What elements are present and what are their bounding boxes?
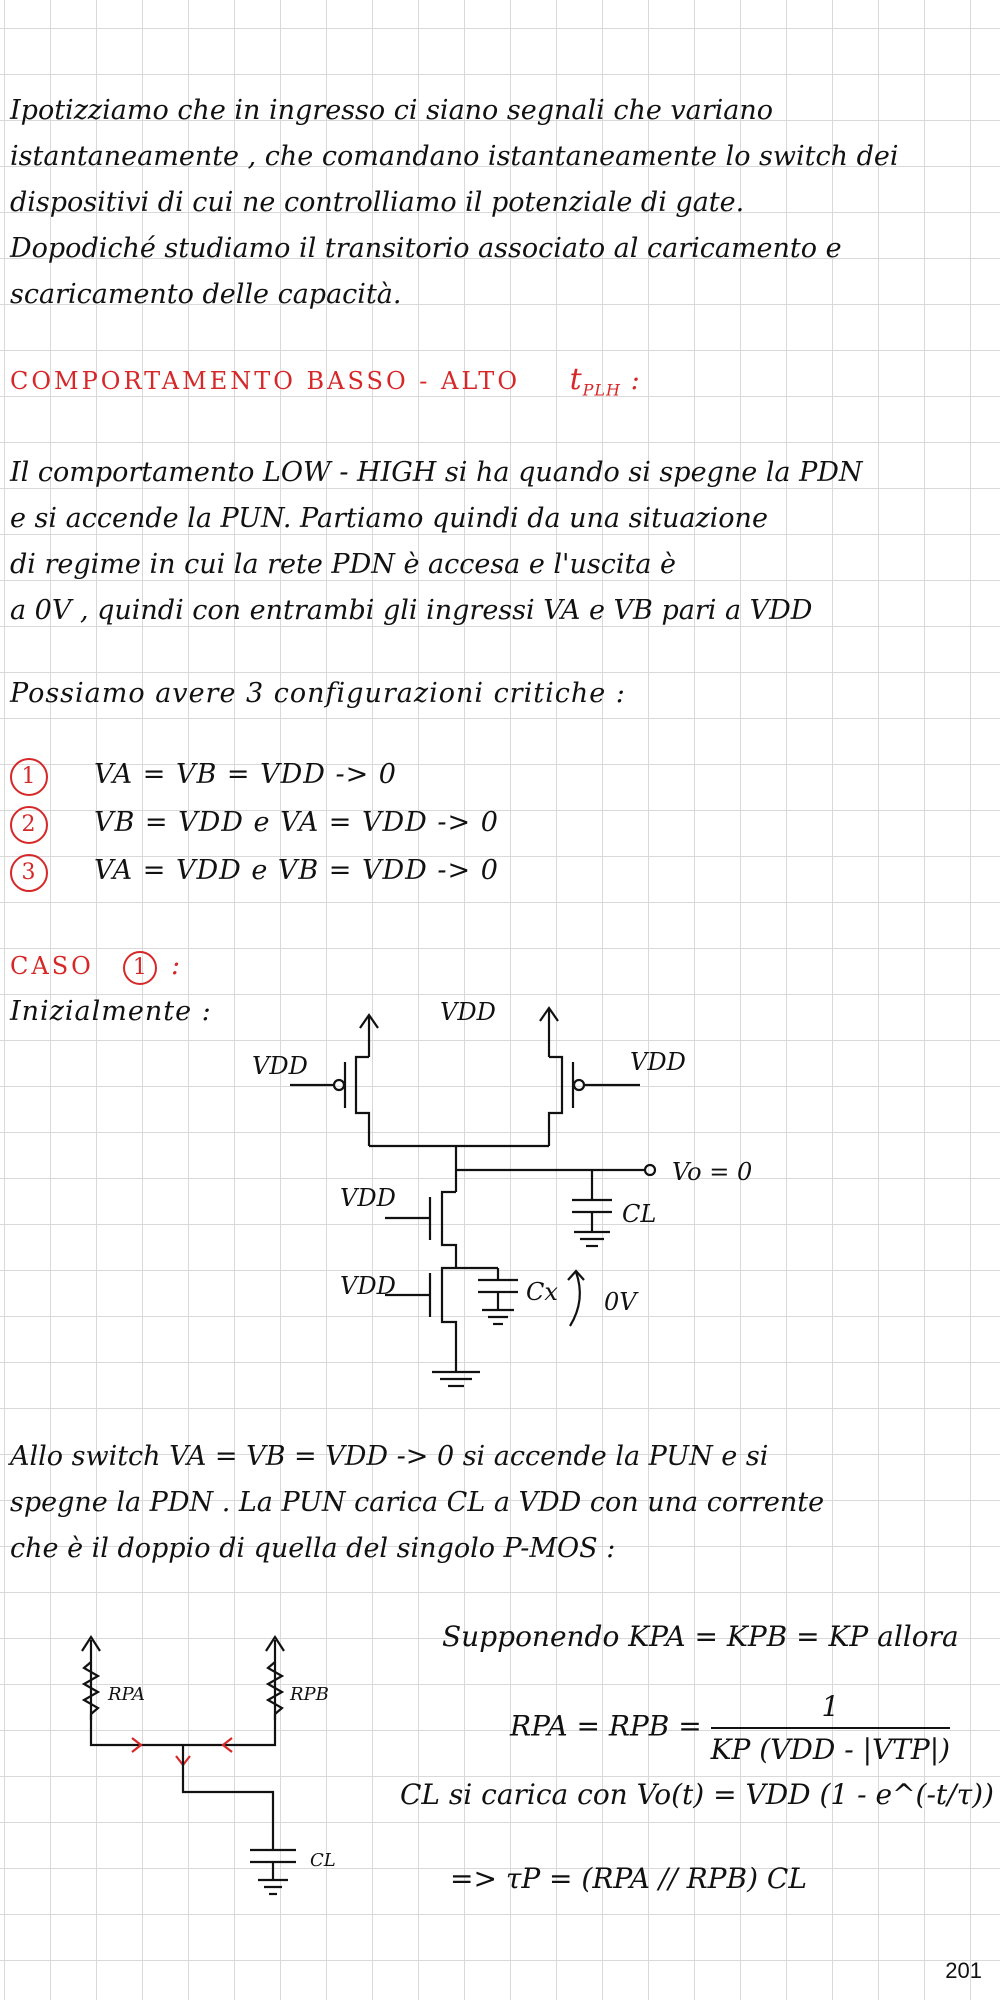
para2-line: a 0V , quindi con entrambi gli ingressi … (10, 595, 813, 626)
tplh-subscript: PLH (582, 380, 621, 400)
resistance-lhs: RPA = RPB = (510, 1709, 702, 1743)
vdd-arrow-left-icon (359, 1013, 379, 1029)
cx-voltage-arrow-icon (567, 1269, 585, 1281)
case1-label: CASO (10, 952, 94, 980)
para3-line: che è il doppio di quella del singolo P-… (10, 1533, 616, 1564)
config-number-badge: 3 (10, 854, 48, 892)
rpb-resistor (265, 1661, 285, 1715)
charging-equation: CL si carica con Vo(t) = VDD (1 - e^(-t/… (400, 1778, 994, 1811)
intro-paragraph: Ipotizziamo che in ingresso ci siano seg… (10, 88, 985, 318)
switch-paragraph: Allo switch VA = VB = VDD -> 0 si accend… (10, 1434, 985, 1572)
pmos-left-gate-label: VDD (252, 1052, 308, 1080)
initially-label: Inizialmente : (10, 996, 212, 1027)
resistance-equation: RPA = RPB = 1 KP (VDD - |VTP|) (510, 1690, 951, 1766)
config-text: VA = VB = VDD -> 0 (94, 759, 397, 790)
rc-bus (89, 1714, 277, 1747)
case1-number-badge: 1 (123, 951, 158, 985)
vdd-top-label: VDD (440, 998, 496, 1026)
rpa-label: RPA (107, 1684, 145, 1705)
config-number-badge: 1 (10, 758, 48, 796)
kp-assumption: Supponendo KPA = KPB = KP allora (442, 1620, 959, 1653)
config-text: VB = VDD e VA = VDD -> 0 (94, 807, 499, 838)
rpb-label: RPB (289, 1684, 329, 1705)
resistance-fraction: 1 KP (VDD - |VTP|) (710, 1690, 951, 1766)
case1-heading: CASO 1 : (10, 950, 181, 985)
rpa-resistor (81, 1661, 101, 1715)
config-text: VA = VDD e VB = VDD -> 0 (94, 855, 499, 886)
supply-arrow-icon (265, 1634, 285, 1652)
current-arrow-right-icon (131, 1737, 143, 1753)
section-heading-colon: : (630, 365, 641, 396)
cx-label: Cx (526, 1278, 558, 1306)
tau-equation: => τP = (RPA // RPB) CL (450, 1862, 807, 1895)
case1-colon: : (171, 950, 182, 981)
section-heading: COMPORTAMENTO BASSO - ALTO tPLH : (10, 362, 641, 399)
config-item-2: 2 VB = VDD e VA = VDD -> 0 (10, 806, 499, 844)
para3-line: spegne la PDN . La PUN carica CL a VDD c… (10, 1487, 825, 1518)
nmos-top-channel (440, 1190, 458, 1268)
tplh-symbol: t (569, 362, 583, 397)
cx-voltage-bracket (569, 1271, 581, 1327)
pmos-right-channel (547, 1055, 564, 1146)
fraction-denominator: KP (VDD - |VTP|) (710, 1733, 951, 1766)
nmos-bottom-channel (440, 1266, 458, 1372)
para2-line: di regime in cui la rete PDN è accesa e … (10, 549, 676, 580)
intro-line: dispositivi di cui ne controlliamo il po… (10, 187, 745, 218)
para3-line: Allo switch VA = VB = VDD -> 0 si accend… (10, 1441, 769, 1472)
cx-voltage-label: 0V (604, 1288, 639, 1316)
pmos-right-gate-label: VDD (630, 1048, 686, 1076)
cl-feed-wire (181, 1745, 275, 1850)
output-terminal (643, 1163, 657, 1177)
intro-line: scaricamento delle capacità. (10, 279, 402, 310)
cl-label: CL (310, 1850, 336, 1871)
page-number: 201 (945, 1958, 982, 1983)
nmos-bottom-gate-label: VDD (340, 1272, 396, 1300)
vdd-arrow-right-icon (539, 1006, 559, 1022)
cl-label: CL (622, 1200, 656, 1228)
intro-line: istantaneamente , che comandano istantan… (10, 141, 899, 172)
config-item-1: 1 VA = VB = VDD -> 0 (10, 758, 397, 796)
fraction-numerator: 1 (710, 1690, 951, 1729)
supply-arrow-icon (81, 1634, 101, 1652)
current-arrow-left-icon (221, 1737, 233, 1753)
pmos-left-channel (354, 1055, 371, 1146)
config-item-3: 3 VA = VDD e VB = VDD -> 0 (10, 854, 499, 892)
low-high-paragraph: Il comportamento LOW - HIGH si ha quando… (10, 450, 985, 634)
configs-intro: Possiamo avere 3 configurazioni critiche… (10, 678, 626, 709)
para2-line: Il comportamento LOW - HIGH si ha quando… (10, 457, 863, 488)
section-heading-text: COMPORTAMENTO BASSO - ALTO (10, 367, 520, 395)
config-number-badge: 2 (10, 806, 48, 844)
intro-line: Ipotizziamo che in ingresso ci siano seg… (10, 95, 774, 126)
vout-label: Vo = 0 (672, 1158, 752, 1186)
para2-line: e si accende la PUN. Partiamo quindi da … (10, 503, 768, 534)
nmos-top-gate-label: VDD (340, 1184, 396, 1212)
intro-line: Dopodiché studiamo il transitorio associ… (10, 233, 842, 264)
